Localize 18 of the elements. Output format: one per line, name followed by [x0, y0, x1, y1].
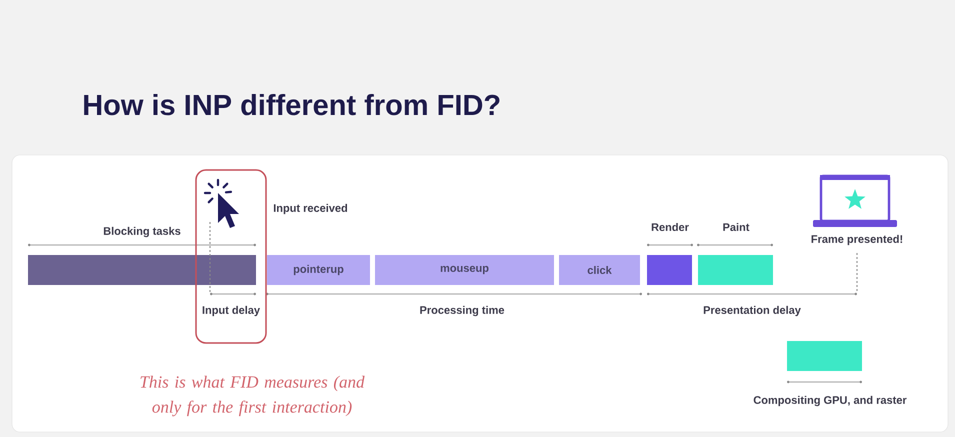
- timeline-bar: mouseup: [375, 255, 554, 285]
- span-label: Input received: [274, 204, 348, 214]
- title: How is INP different from FID?: [84, 94, 500, 116]
- span-label: Processing time: [420, 306, 504, 316]
- timeline-bar: [28, 255, 256, 285]
- note-text: This is what FID measures (and only for the first interaction): [140, 376, 365, 416]
- timeline-bar: pointerup: [267, 255, 370, 285]
- bar-label: Paint: [723, 222, 750, 232]
- timeline-bar: [787, 341, 862, 371]
- span-label: Frame presented!: [812, 234, 902, 246]
- timeline-bar: click: [559, 255, 640, 285]
- bar-label: Render: [652, 222, 689, 232]
- bar-label: Blocking tasks: [104, 226, 180, 238]
- span-label: Input delay: [202, 306, 260, 316]
- span-label: Presentation delay: [704, 306, 801, 316]
- timeline-bar: [647, 255, 692, 285]
- bar-label: Compositing GPU, and raster: [754, 396, 907, 406]
- timeline-bar: [698, 255, 773, 285]
